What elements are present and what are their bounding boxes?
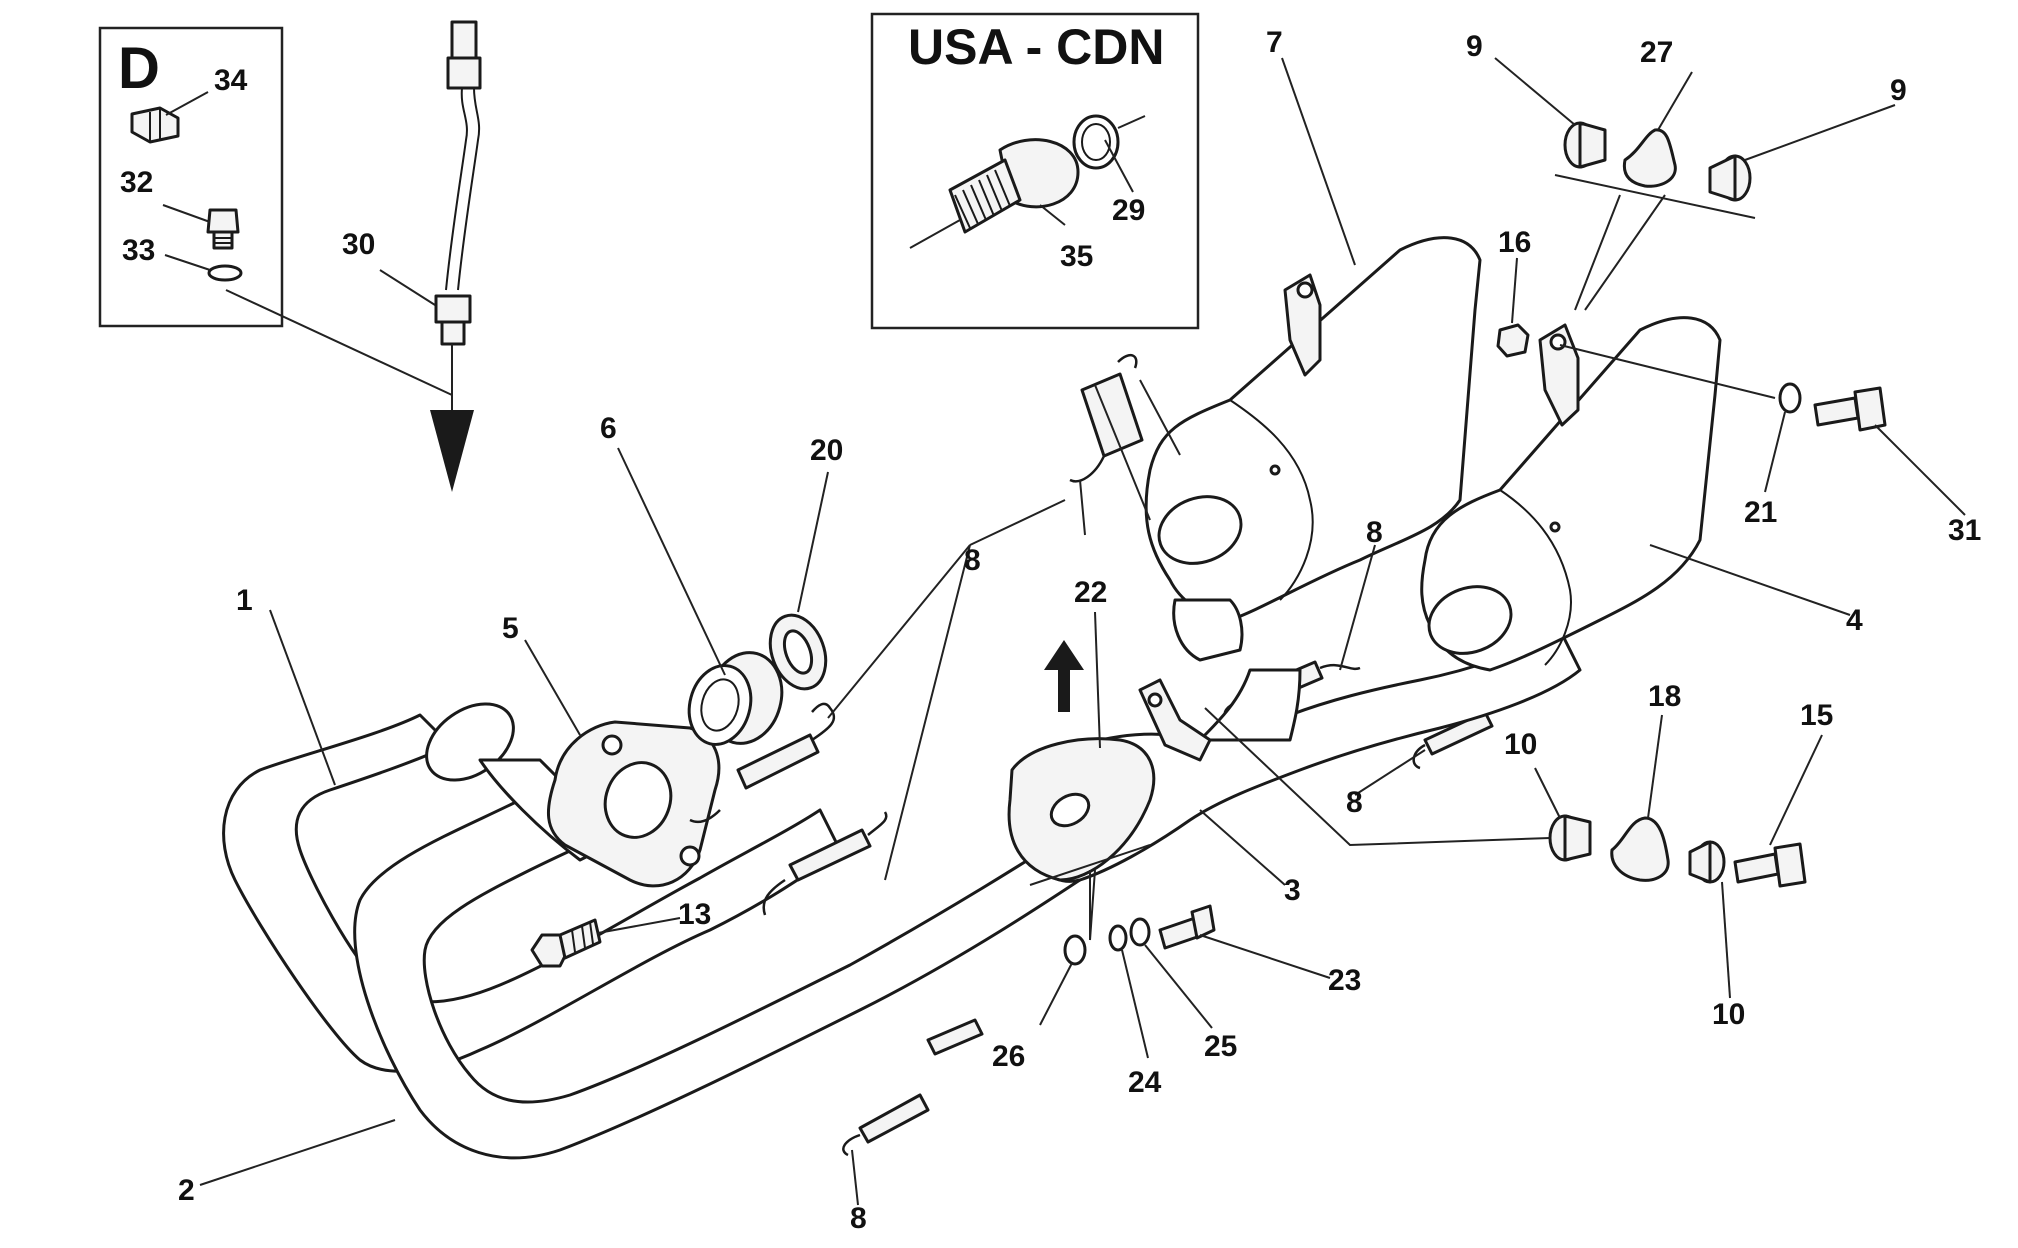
seal-ring-20 — [768, 613, 828, 691]
rubber-bushing-10-right — [1688, 840, 1726, 884]
inset-box-usa-cdn: USA - CDN — [870, 12, 1200, 330]
heat-shield-22 — [1007, 678, 1212, 882]
callout-8-left: 8 — [964, 544, 981, 577]
callout-21: 21 — [1744, 496, 1777, 529]
circlip-29 — [1072, 114, 1146, 170]
spring-8-mid — [762, 811, 888, 916]
rubber-mount-27 — [1622, 128, 1677, 188]
callout-5: 5 — [502, 612, 519, 645]
bolt-31 — [1813, 386, 1887, 432]
callout-25: 25 — [1204, 1030, 1237, 1063]
installation-arrow — [430, 410, 474, 492]
inset-box-d: D — [98, 26, 284, 328]
drain-plug-32 — [206, 208, 240, 250]
connector-plug-34 — [130, 106, 180, 144]
spring-8-bottom — [842, 1018, 984, 1157]
callout-4: 4 — [1846, 604, 1863, 637]
callout-20: 20 — [810, 434, 843, 467]
rubber-bushing-9-right — [1708, 154, 1752, 202]
callout-numbers: 1 2 3 4 5 6 7 8 8 8 8 9 9 10 10 13 15 16… — [120, 26, 1981, 1235]
inset-letter-d: D — [118, 36, 160, 101]
exhaust-gasket-6 — [687, 651, 784, 746]
callout-31: 31 — [1948, 514, 1981, 547]
direction-arrow — [1044, 640, 1084, 712]
collector-pipe-3 — [1018, 628, 1582, 883]
rubber-bushing-9-left — [1563, 121, 1607, 169]
callout-33: 33 — [122, 234, 155, 267]
callout-15: 15 — [1800, 699, 1833, 732]
callout-9-left: 9 — [1466, 30, 1483, 63]
callout-8-right: 8 — [1346, 786, 1363, 819]
silencer-4 — [1420, 316, 1722, 672]
callout-leaders — [162, 57, 1966, 1206]
nut-16 — [1496, 323, 1530, 358]
bolt-23 — [1158, 904, 1216, 950]
spring-8-left — [689, 702, 836, 824]
silencer-7 — [1144, 236, 1482, 662]
lambda-sensor-30 — [434, 20, 482, 346]
callout-30: 30 — [342, 228, 375, 261]
bolt-13 — [530, 918, 602, 968]
callout-7: 7 — [1266, 26, 1283, 59]
callout-6: 6 — [600, 412, 617, 445]
callout-1: 1 — [236, 584, 253, 617]
callout-27: 27 — [1640, 36, 1673, 69]
flange-5 — [546, 720, 721, 888]
callout-16: 16 — [1498, 226, 1531, 259]
washer-21 — [1778, 382, 1802, 414]
spring-8-upper — [1069, 353, 1144, 483]
bolt-15 — [1733, 842, 1807, 888]
washer-24 — [1108, 924, 1128, 952]
callout-9-right: 9 — [1890, 74, 1907, 107]
o-ring-33 — [207, 264, 243, 282]
catalyst-mesh-35 — [909, 138, 1080, 249]
callout-24: 24 — [1128, 1066, 1162, 1099]
callout-26: 26 — [992, 1040, 1025, 1073]
callout-8-bottom: 8 — [850, 1202, 867, 1235]
callout-10-bottom: 10 — [1712, 998, 1745, 1031]
callout-32: 32 — [120, 166, 153, 199]
header-pipe-1 — [222, 702, 842, 1073]
callout-22: 22 — [1074, 576, 1107, 609]
rubber-bushing-10-left — [1548, 814, 1592, 862]
callout-13: 13 — [678, 898, 711, 931]
callout-34: 34 — [214, 64, 248, 97]
inset-title-usa-cdn: USA - CDN — [908, 19, 1164, 75]
lock-washer-25 — [1129, 917, 1151, 947]
header-pipe-2 — [353, 758, 1112, 1160]
washer-26 — [1063, 934, 1087, 966]
callout-8-upper: 8 — [1366, 516, 1383, 549]
callout-2: 2 — [178, 1174, 195, 1207]
callout-3: 3 — [1284, 874, 1301, 907]
callout-10-top: 10 — [1504, 728, 1537, 761]
rubber-mount-18 — [1610, 816, 1670, 882]
callout-18: 18 — [1648, 680, 1681, 713]
callout-23: 23 — [1328, 964, 1361, 997]
callout-35: 35 — [1060, 240, 1093, 273]
callout-29: 29 — [1112, 194, 1145, 227]
